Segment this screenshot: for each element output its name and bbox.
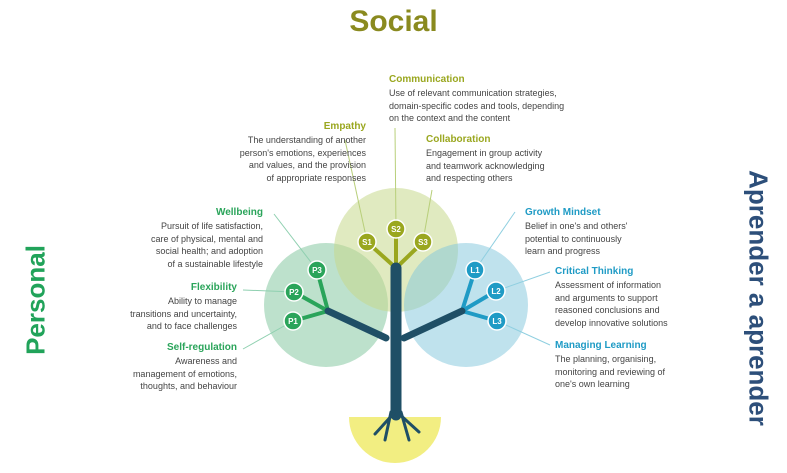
communication-block: Communication Use of relevant communicat… xyxy=(389,74,589,125)
flexibility-title: Flexibility xyxy=(190,282,237,293)
empathy-block: Empathy The understanding of another per… xyxy=(205,121,366,184)
flexibility-block: Flexibility Ability to manage transition… xyxy=(100,282,237,333)
critical-thinking-line: develop innovative solutions xyxy=(555,317,668,328)
managing-learning-block: Managing Learning The planning, organisi… xyxy=(555,340,700,391)
managing-learning-line: one's own learning xyxy=(555,379,630,389)
svg-text:P1: P1 xyxy=(288,317,298,326)
growth-mindset-title: Growth Mindset xyxy=(525,207,601,218)
growth-mindset-line: learn and progress xyxy=(525,246,601,256)
growth-mindset-block: Growth Mindset Belief in one's and other… xyxy=(525,207,675,258)
svg-text:P3: P3 xyxy=(312,266,322,275)
svg-text:S2: S2 xyxy=(391,225,401,234)
svg-text:S3: S3 xyxy=(418,238,428,247)
node-p3: P3 xyxy=(307,260,327,280)
critical-thinking-block: Critical Thinking Assessment of informat… xyxy=(555,266,700,329)
collaboration-block: Collaboration Engagement in group activi… xyxy=(426,134,596,185)
self-regulation-block: Self-regulation Awareness and management… xyxy=(100,342,237,393)
ground-semicircle xyxy=(349,417,441,463)
empathy-line: The understanding of another xyxy=(247,135,366,145)
collaboration-line: Engagement in group activity xyxy=(426,148,543,158)
node-l1: L1 xyxy=(465,260,485,280)
managing-learning-title: Managing Learning xyxy=(555,340,647,351)
wellbeing-line: care of physical, mental and xyxy=(150,233,263,244)
self-regulation-line: Awareness and xyxy=(175,356,237,366)
self-regulation-line: management of emotions, xyxy=(132,368,237,379)
wellbeing-line: Pursuit of life satisfaction, xyxy=(160,221,263,231)
collaboration-line: and teamwork acknowledging xyxy=(426,160,545,171)
wellbeing-line: of a sustainable lifestyle xyxy=(167,258,263,269)
node-l2: L2 xyxy=(486,281,506,301)
trunk xyxy=(324,262,466,442)
critical-thinking-title: Critical Thinking xyxy=(555,266,634,277)
flexibility-line: Ability to manage xyxy=(167,296,237,306)
wellbeing-line: social health; and adoption xyxy=(155,246,263,256)
empathy-line: and values, and the provision xyxy=(248,160,366,170)
svg-text:L2: L2 xyxy=(491,287,501,296)
empathy-title: Empathy xyxy=(323,121,366,132)
critical-thinking-line: and arguments to support xyxy=(555,292,658,303)
growth-mindset-line: Belief in one's and others' xyxy=(525,221,628,231)
managing-learning-line: The planning, organising, xyxy=(555,354,657,364)
growth-mindset-line: potential to continuously xyxy=(525,233,622,244)
empathy-line: of appropriate responses xyxy=(266,172,366,183)
managing-learning-line: monitoring and reviewing of xyxy=(555,366,666,377)
critical-thinking-line: reasoned conclusions and xyxy=(555,305,660,315)
node-p2: P2 xyxy=(284,282,304,302)
flexibility-line: transitions and uncertainty, xyxy=(130,308,237,319)
node-s3: S3 xyxy=(413,232,433,252)
communication-title: Communication xyxy=(389,74,465,85)
critical-thinking-line: Assessment of information xyxy=(555,280,662,290)
svg-text:S1: S1 xyxy=(362,238,372,247)
wellbeing-block: Wellbeing Pursuit of life satisfaction, … xyxy=(120,207,263,270)
flexibility-line: and to face challenges xyxy=(146,321,237,331)
node-p1: P1 xyxy=(283,311,303,331)
empathy-line: person's emotions, experiences xyxy=(239,147,366,158)
communication-line: domain-specific codes and tools, dependi… xyxy=(389,100,565,111)
self-regulation-line: thoughts, and behaviour xyxy=(140,381,237,391)
node-l3: L3 xyxy=(487,311,507,331)
node-s2: S2 xyxy=(386,219,406,239)
communication-line: on the context and the content xyxy=(389,113,511,123)
node-s1: S1 xyxy=(357,232,377,252)
collaboration-title: Collaboration xyxy=(426,134,491,145)
communication-line: Use of relevant communication strategies… xyxy=(389,88,557,98)
social-title: Social xyxy=(349,5,438,38)
svg-text:P2: P2 xyxy=(289,288,299,297)
svg-text:L1: L1 xyxy=(470,266,480,275)
collaboration-line: and respecting others xyxy=(426,173,513,183)
wellbeing-title: Wellbeing xyxy=(215,207,263,218)
svg-text:L3: L3 xyxy=(492,317,502,326)
self-regulation-title: Self-regulation xyxy=(166,342,237,353)
